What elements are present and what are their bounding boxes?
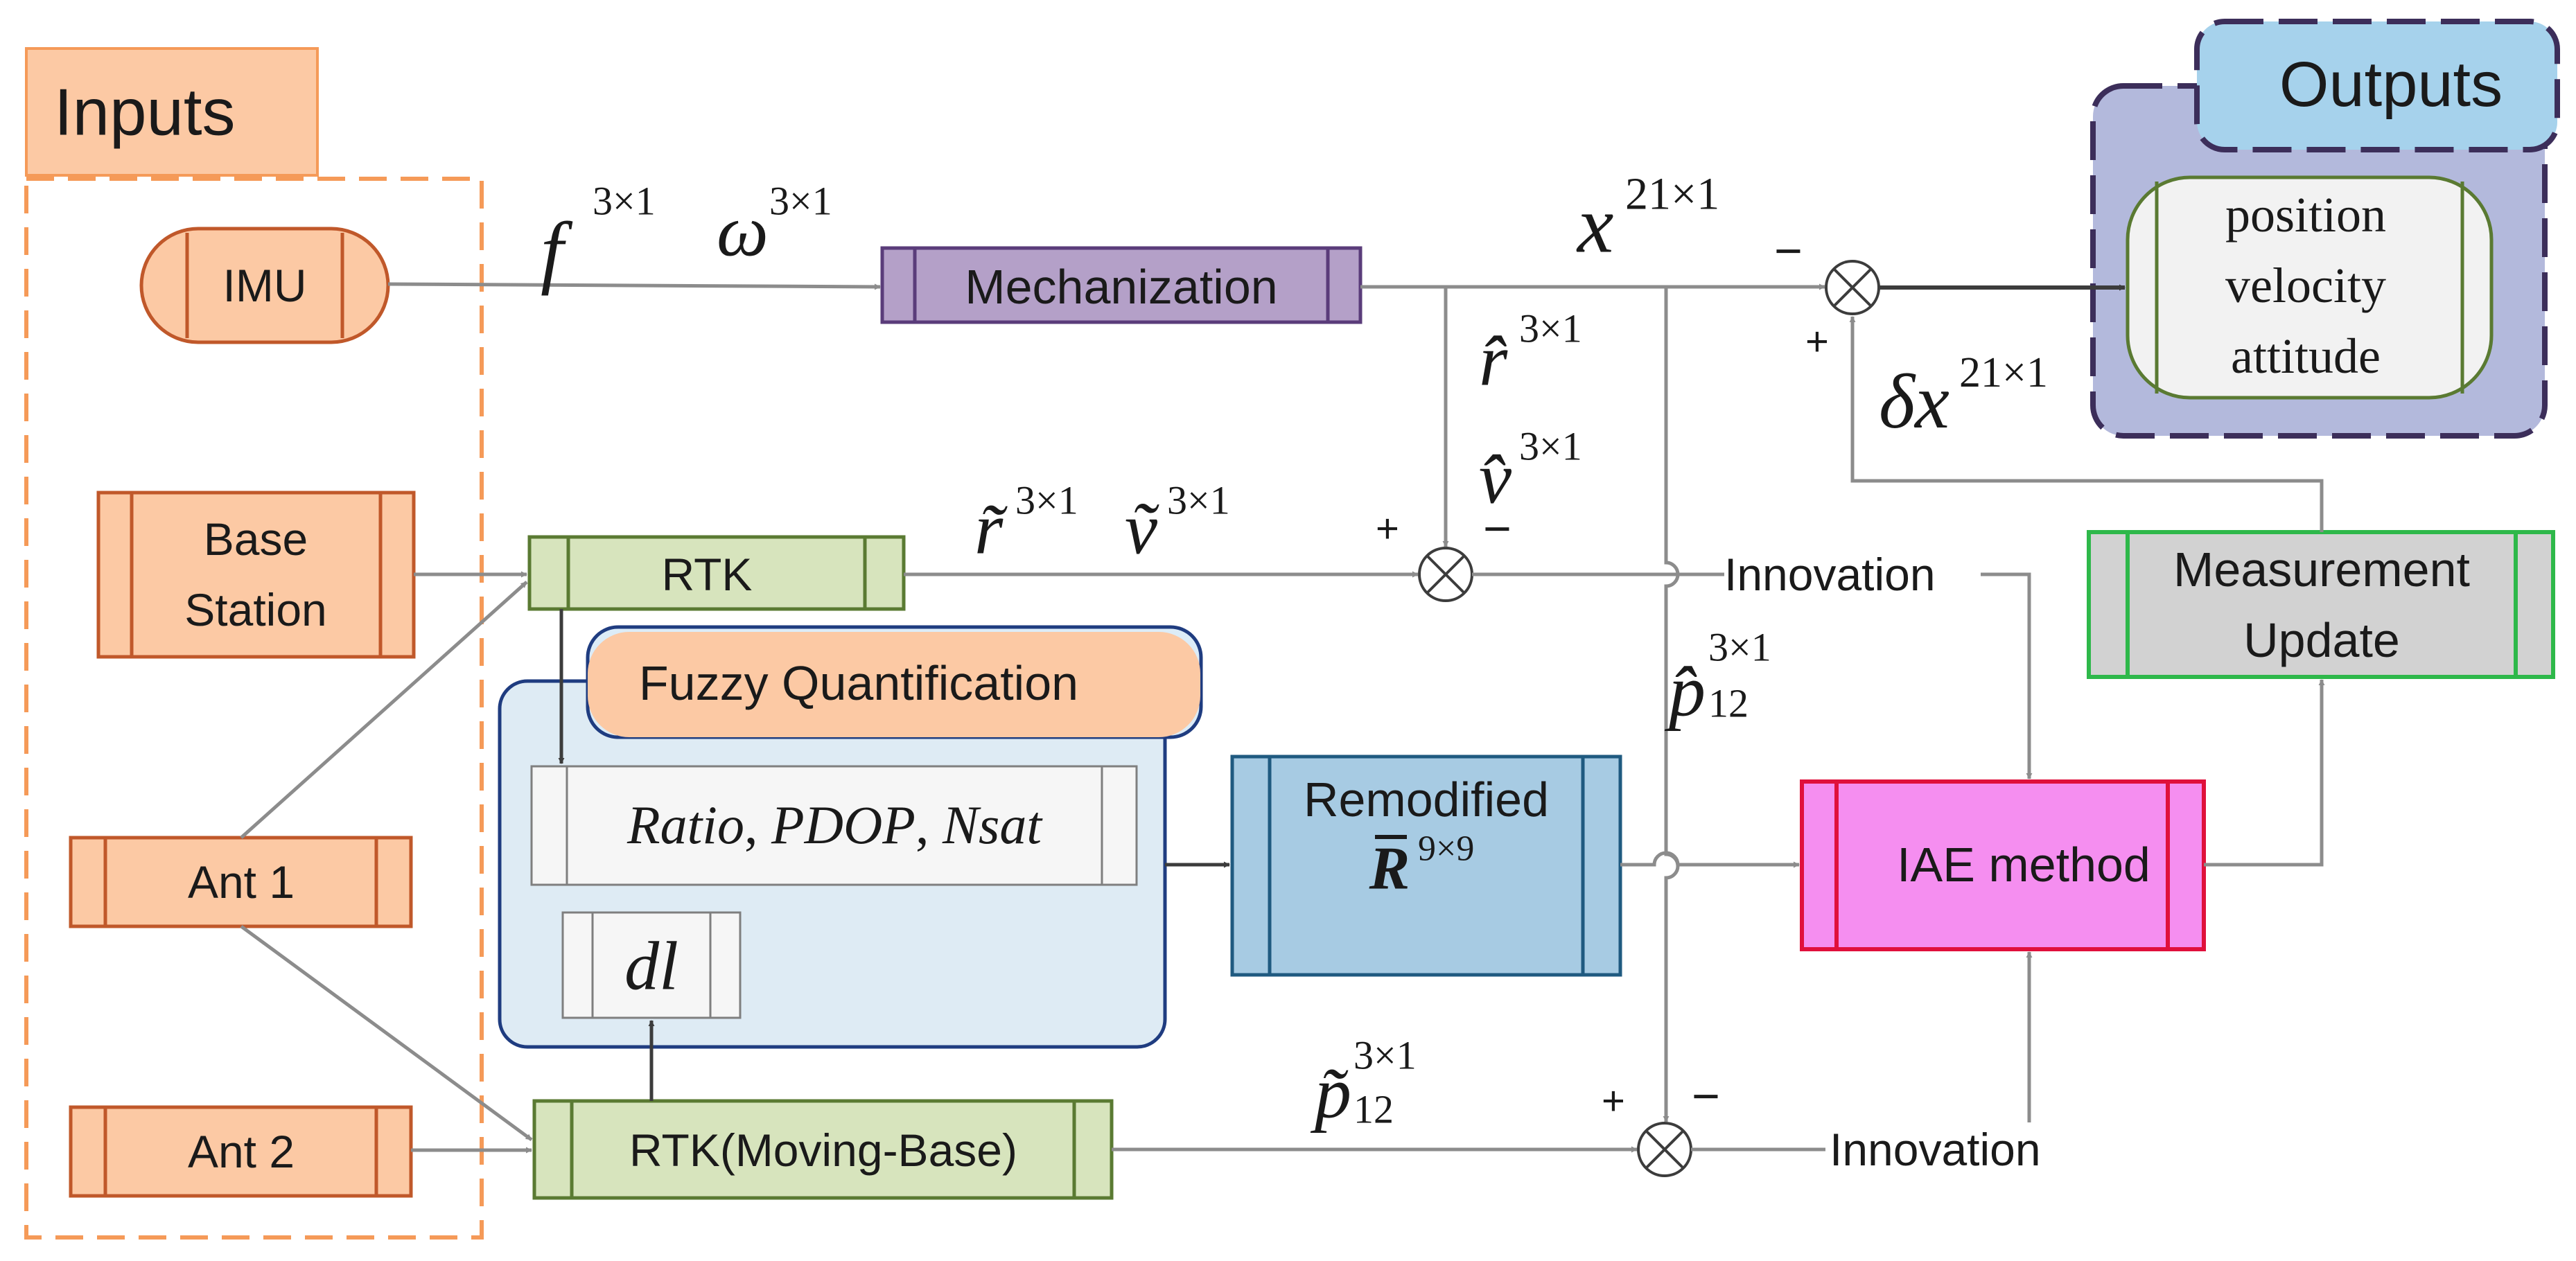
sum-junction-top (1825, 260, 1880, 315)
fuzzy-metrics-box (530, 765, 1138, 886)
sign-top-plus: + (1805, 319, 1829, 364)
inputs-group: Inputs IMU Base Station Ant 1 Ant 2 (24, 47, 484, 1240)
outputs-state-node (2126, 175, 2494, 400)
innovation-label-1: Innovation (1724, 549, 1936, 600)
label-r-hat: r̂ (1479, 320, 1508, 401)
dl-label: dl (624, 928, 678, 1005)
metric-nsat: Nsat (942, 795, 1043, 855)
output-attitude: attitude (2231, 328, 2381, 384)
imu-label: IMU (223, 260, 307, 311)
fuzzy-quantification-group: Fuzzy Quantification Ratio, PDOP, Nsat d… (498, 625, 1203, 1049)
label-v-hat-sup: 3×1 (1519, 424, 1582, 469)
iae-label: IAE method (1897, 838, 2150, 892)
rtk-moving-base-block: RTK(Moving-Base) (532, 1099, 1114, 1200)
metric-sep-2: , (915, 795, 943, 855)
ant1-label: Ant 1 (188, 856, 295, 908)
sign-top-minus: − (1774, 224, 1803, 278)
mu-label-line2: Update (2243, 613, 2400, 667)
base-station-label-line2: Station (184, 584, 326, 635)
edge-ant1-rtkmb (240, 924, 533, 1142)
inputs-title-box (25, 47, 319, 177)
mu-label-line1: Measurement (2173, 543, 2470, 597)
metric-ratio: Ratio (627, 795, 744, 855)
inputs-title: Inputs (54, 76, 236, 150)
label-r-tilde: r̃ (974, 488, 1008, 570)
outputs-group: Outputs position velocity attitude (2090, 19, 2560, 439)
sign-bot-minus: − (1692, 1069, 1720, 1123)
fuzzy-title-pill (588, 632, 1200, 737)
innovation-label-2: Innovation (1830, 1124, 2041, 1175)
remodified-block: Remodified R 9×9 (1230, 755, 1622, 977)
label-x: x (1576, 179, 1613, 270)
outputs-title: Outputs (2279, 49, 2503, 120)
edge-mu-junction (1849, 316, 2324, 532)
metric-pdop: PDOP (771, 795, 915, 855)
edge-innovation1-iae (1981, 572, 2033, 779)
mechanization-block: Mechanization (880, 246, 1363, 324)
rtk-moving-base-label: RTK(Moving-Base) (629, 1125, 1017, 1176)
label-f-sup: 3×1 (593, 179, 656, 224)
fuzzy-metrics: Ratio, PDOP, Nsat (627, 795, 1043, 855)
label-f: f (541, 206, 573, 297)
metric-sep-1: , (744, 795, 771, 855)
sign-mid-plus: + (1376, 506, 1399, 552)
mechanization-label: Mechanization (965, 260, 1277, 314)
junction-signs: − + + − + − (1376, 224, 1829, 1124)
label-p12-tilde: p̃ (1310, 1052, 1351, 1134)
output-position: position (2225, 187, 2386, 242)
fuzzy-internal-arrows (558, 609, 1230, 1101)
output-velocity: velocity (2225, 258, 2386, 313)
label-delta-x-sup: 21×1 (1959, 349, 2048, 396)
label-v-tilde-sup: 3×1 (1167, 478, 1230, 523)
fuzzy-title: Fuzzy Quantification (639, 656, 1078, 710)
label-omega: ω (717, 191, 769, 272)
label-x-sup: 21×1 (1625, 169, 1719, 220)
label-p12-tilde-sup: 3×1 (1353, 1033, 1417, 1078)
label-p12-tilde-sub: 12 (1353, 1087, 1394, 1132)
iae-block: IAE method (1800, 779, 2206, 951)
sign-bot-plus: + (1602, 1079, 1625, 1124)
sum-junction-mid (1418, 547, 1473, 602)
remodified-title: Remodified (1304, 773, 1549, 827)
edge-ant1-rtk (240, 581, 528, 839)
sign-mid-minus: − (1483, 502, 1512, 556)
ant2-label: Ant 2 (188, 1126, 295, 1177)
label-v-tilde: ṽ (1125, 488, 1159, 570)
label-p12-hat: p̂ (1664, 651, 1706, 732)
label-delta-x: δx (1879, 359, 1949, 445)
rtk-label: RTK (662, 549, 753, 600)
sum-junction-bottom (1637, 1122, 1692, 1177)
measurement-update-block: Measurement Update (2087, 530, 2555, 679)
inputs-dashed-border (24, 177, 484, 1240)
edge-iae-mu (2204, 679, 2325, 867)
outputs-title-box (2194, 19, 2560, 152)
edge-imu-mech (387, 282, 881, 290)
base-station-label-line1: Base (204, 513, 308, 565)
label-omega-sup: 3×1 (769, 179, 832, 224)
edge-p12hat-down (1663, 287, 1680, 1122)
math-labels: f 3×1 ω 3×1 x 21×1 r̂ 3×1 v̂ 3×1 r̃ 3×1 … (541, 169, 2048, 1134)
ant1-node (69, 836, 413, 928)
edge-remod-iae (1620, 851, 1800, 868)
connectors (240, 282, 2325, 1154)
remodified-symbol: R (1369, 836, 1410, 903)
remodified-superscript: 9×9 (1418, 829, 1474, 869)
label-r-tilde-sup: 3×1 (1015, 478, 1078, 523)
label-v-hat: v̂ (1479, 438, 1512, 519)
label-p12-hat-sub: 12 (1708, 681, 1749, 726)
label-r-hat-sup: 3×1 (1519, 306, 1582, 351)
label-p12-hat-sup: 3×1 (1708, 625, 1771, 670)
rtk-block: RTK (527, 535, 906, 611)
